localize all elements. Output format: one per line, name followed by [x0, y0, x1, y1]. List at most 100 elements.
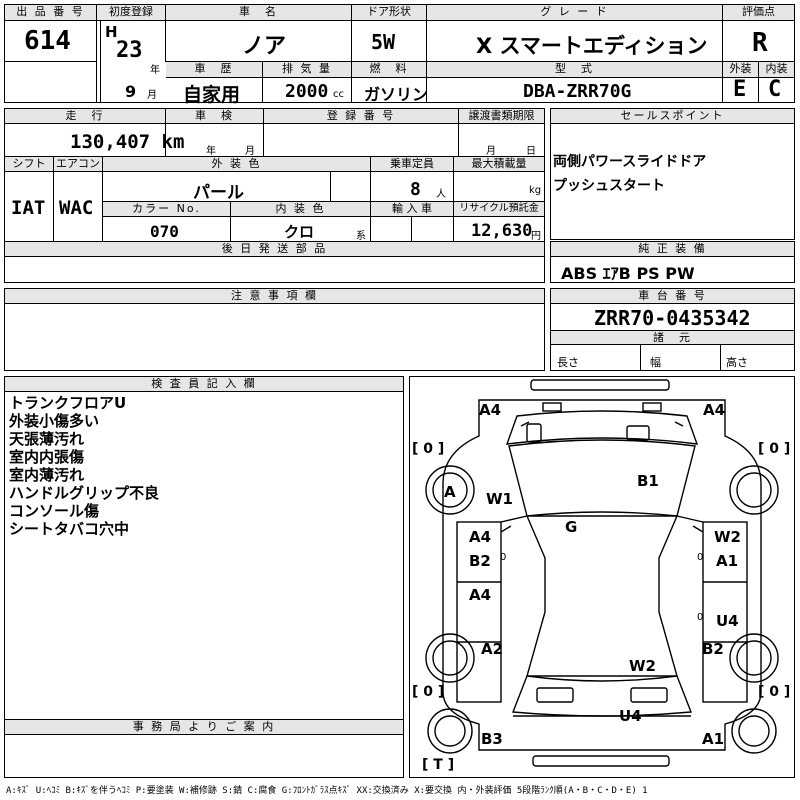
- zero-mark-2: 0: [697, 552, 704, 563]
- mark-door-fl: A4: [469, 528, 492, 546]
- later-parts-label: 後 日 発 送 部 品: [5, 242, 544, 257]
- tire-mark-spare: [ T ]: [422, 757, 455, 773]
- displacement: 2000: [285, 81, 329, 102]
- int-color-label: 内 装 色: [231, 202, 370, 217]
- car-name-label: 車 名: [166, 5, 351, 21]
- chassis-box: [550, 288, 795, 371]
- inspector-remarks: トランクフロアU 外装小傷多い 天張薄汚れ 室内内張傷 室内薄汚れ ハンドルグリ…: [9, 394, 159, 538]
- sales-point-2: プッシュスタート: [553, 178, 665, 194]
- ac: WAC: [59, 197, 94, 219]
- wheel-front-right: [729, 465, 779, 515]
- car-diagram-box: [409, 376, 795, 778]
- door-label: ドア形状: [352, 5, 426, 21]
- dims-label: 諸 元: [551, 331, 794, 345]
- equip-label: 純 正 装 備: [551, 242, 794, 257]
- transfer-label: 譲渡書類期限: [459, 109, 544, 124]
- first-reg-era: H: [105, 23, 118, 41]
- remark-2: 外装小傷多い: [9, 412, 100, 430]
- mileage-label: 走 行: [5, 109, 165, 124]
- sales-box: [550, 108, 795, 240]
- mark-glass: G: [565, 518, 578, 536]
- first-reg-year: 23: [116, 38, 143, 63]
- mark-door-rl: A4: [469, 586, 492, 604]
- remark-4: 室内内張傷: [9, 448, 85, 466]
- tire-mark-rl: [ 0 ]: [412, 684, 445, 700]
- month-unit: 月: [147, 90, 157, 101]
- sales-label: セールスポイント: [551, 109, 794, 124]
- wheel-front-left: [425, 465, 475, 515]
- max-load-label: 最大積載量: [454, 157, 544, 172]
- mark-wheel-fl: A: [444, 483, 456, 501]
- remark-5: 室内薄汚れ: [9, 466, 85, 484]
- inspection-label: 車 検: [166, 109, 263, 124]
- inspector-label: 検 査 員 記 入 欄: [5, 377, 403, 392]
- mark-fender-left: W1: [486, 490, 513, 508]
- sales-point-1: 両側パワースライドドア: [553, 154, 707, 170]
- spare-tire: [427, 708, 473, 754]
- door: 5W: [371, 30, 396, 54]
- tire-mark-fl: [ 0 ]: [412, 441, 445, 457]
- ac-label: エアコン: [54, 157, 102, 172]
- notes-box: [4, 288, 545, 371]
- zero-mark-3: 0: [697, 612, 704, 623]
- capacity-label: 乗車定員: [371, 157, 453, 172]
- car-name: ノア: [242, 34, 287, 59]
- score-label: 評価点: [723, 5, 794, 21]
- mark-door-fr-2: A1: [716, 552, 739, 570]
- mark-front-right: A4: [703, 401, 726, 419]
- first-reg-label: 初度登録: [97, 5, 165, 21]
- max-load-unit: kg: [529, 185, 542, 196]
- grade: X スマートエディション: [476, 34, 708, 58]
- remark-3: 天張薄汚れ: [9, 430, 85, 448]
- interior-grade: C: [768, 77, 782, 102]
- wheel-rear-right: [729, 633, 779, 683]
- model: DBA-ZRR70G: [523, 81, 632, 102]
- exterior-grade: E: [733, 77, 747, 102]
- header-table: [4, 4, 795, 103]
- color-no: 070: [150, 222, 179, 241]
- first-reg-month: 9: [125, 82, 137, 101]
- capacity-unit: 人: [436, 189, 446, 200]
- lot-no-label: 出 品 番 号: [5, 5, 96, 21]
- chassis-label: 車 台 番 号: [551, 289, 794, 304]
- remark-8: シートタバコ穴中: [9, 520, 130, 538]
- front-bumper: [530, 379, 670, 391]
- mark-door-rr: U4: [716, 612, 739, 630]
- recycle-label: リサイクル預託金: [454, 202, 544, 217]
- mark-door-fr: W2: [714, 528, 741, 546]
- height-label: 高さ: [726, 356, 748, 369]
- color-no-label: カラー No.: [103, 202, 230, 217]
- legend: A:ｷｽﾞ U:ﾍｺﾐ B:ｷｽﾞを伴うﾍｺﾐ P:要塗装 W:補修跡 S:錆 …: [6, 786, 648, 796]
- interior-label: 内装: [759, 62, 794, 78]
- spec-table: [4, 108, 545, 283]
- history: 自家用: [183, 84, 241, 106]
- mark-quarter-left: A2: [481, 640, 504, 658]
- car-body-outline: [442, 399, 762, 751]
- rear-bumper: [532, 755, 670, 767]
- history-label: 車 歴: [166, 62, 262, 78]
- year-unit: 年: [150, 65, 160, 76]
- equip: ABS ｴｱB PS PW: [561, 264, 695, 283]
- transfer-month: 月: [486, 146, 496, 157]
- import-label: 輸 入 車: [371, 202, 453, 217]
- width-label: 幅: [650, 356, 661, 369]
- fuel-label: 燃 料: [352, 62, 426, 78]
- score: R: [752, 28, 768, 58]
- remark-6: ハンドルグリップ不良: [9, 484, 160, 502]
- zero-mark-1: 0: [500, 552, 507, 563]
- displacement-unit: cc: [333, 89, 344, 100]
- notes-label: 注 意 事 項 欄: [5, 289, 544, 304]
- registration-label: 登 録 番 号: [264, 109, 458, 124]
- lot-no: 614: [24, 26, 71, 56]
- shift: IAT: [11, 197, 46, 219]
- int-color: クロ: [284, 223, 315, 241]
- mark-rear-left: B3: [481, 730, 503, 748]
- mark-front-left: A4: [479, 401, 502, 419]
- office-label: 事 務 局 よ り ご 案 内: [5, 720, 403, 735]
- inspection-year: 年: [206, 146, 216, 157]
- int-color-unit: 系: [356, 231, 366, 242]
- model-label: 型 式: [427, 62, 722, 78]
- transfer-day: 日: [526, 146, 536, 157]
- exterior-label: 外装: [723, 62, 758, 78]
- car-diagram: [425, 379, 779, 767]
